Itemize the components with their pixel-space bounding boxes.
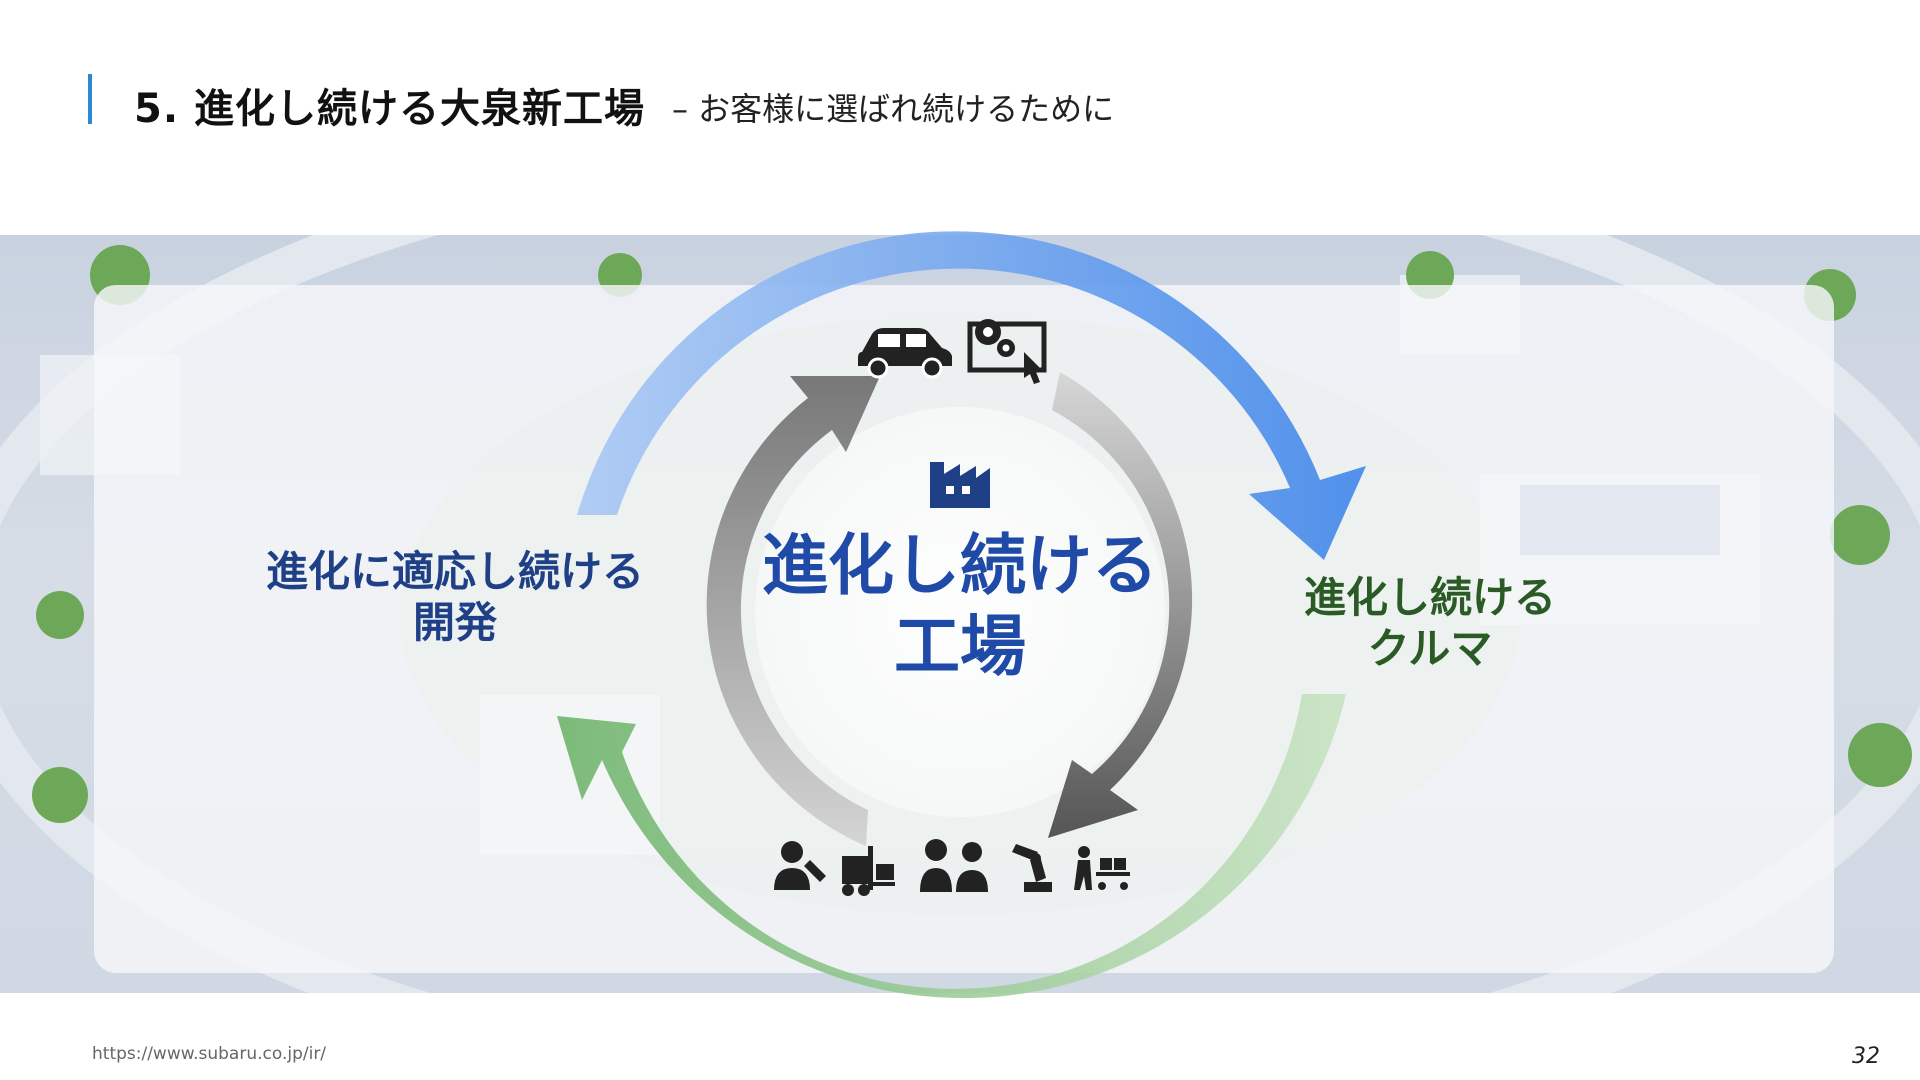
- center-cycle-label: 進化し続ける工場: [762, 527, 1158, 685]
- workers-icon: [920, 839, 988, 892]
- gray-arrow-left: [706, 376, 880, 846]
- right-cycle-label: 進化し続けるクルマ: [1303, 573, 1556, 674]
- robot-arm-icon: [1012, 844, 1052, 892]
- factory-icon: [930, 462, 990, 508]
- worker-wrench-icon: [774, 841, 826, 890]
- page-subtitle: – お客様に選ばれ続けるために: [672, 90, 1115, 128]
- forklift-icon: [842, 846, 895, 896]
- car-icon: [858, 328, 952, 379]
- page-title: 5. 進化し続ける大泉新工場: [134, 86, 645, 132]
- blue-arrow: [577, 231, 1366, 560]
- center-disk: [755, 407, 1165, 817]
- cart-worker-icon: [1074, 846, 1130, 890]
- gear-computer-icon: [967, 319, 1047, 384]
- page-number: 32: [1852, 1044, 1880, 1069]
- footer-url[interactable]: https://www.subaru.co.jp/ir/: [92, 1044, 327, 1064]
- gray-arrow-right: [1048, 372, 1193, 838]
- title-accent-bar: [88, 74, 92, 124]
- left-cycle-label: 進化に適応し続ける開発: [265, 547, 644, 648]
